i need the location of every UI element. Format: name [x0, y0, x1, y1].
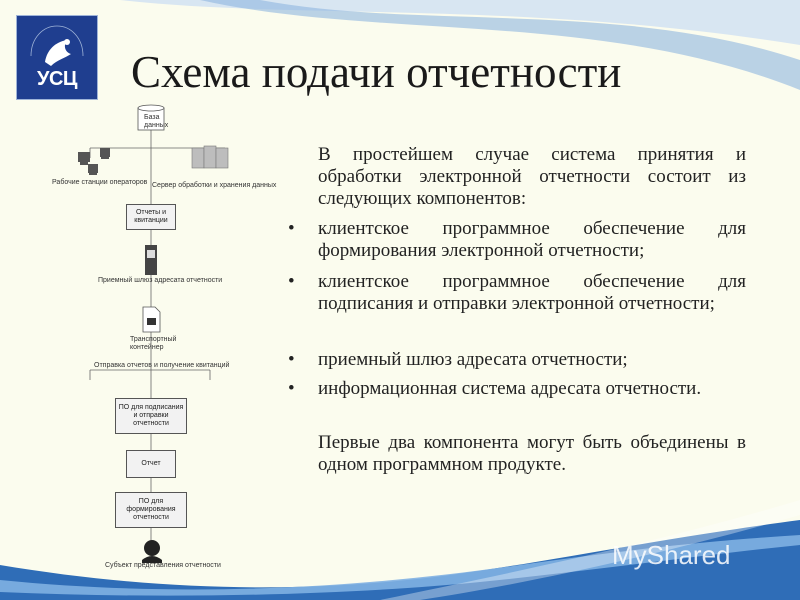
list-item-text: клиентское программное обеспечение для п… — [318, 271, 746, 314]
slide-title: Схема подачи отчетности — [131, 47, 622, 97]
bullet-marker: • — [288, 218, 295, 239]
diagram-lines — [78, 104, 229, 563]
workstations-label: Рабочие станции операторов — [52, 179, 148, 186]
server-icon — [191, 145, 229, 169]
bullet-marker: • — [288, 378, 295, 399]
transport-container-icon — [142, 306, 161, 333]
database-label: База данных — [144, 114, 169, 129]
database-icon — [137, 104, 165, 131]
intro-text: В простейшем случае система принятия и о… — [318, 144, 746, 209]
subject-label: Субъект представления отчетности — [105, 562, 221, 569]
list-item: информационная система адресата отчетнос… — [318, 378, 746, 400]
list-item: приемный шлюз адресата отчетности; — [318, 349, 746, 371]
outro-paragraph: Первые два компонента могут быть объедин… — [318, 432, 746, 476]
signing-software-box: ПО для подписания и отправки отчетности — [115, 398, 187, 434]
list-item-text: приемный шлюз адресата отчетности; — [318, 349, 628, 370]
server-label: Сервер обработки и хранения данных — [152, 182, 277, 189]
eagle-emblem-icon — [30, 25, 84, 66]
reporting-flow-diagram: База данных Рабочие станции операторов С… — [52, 100, 300, 575]
gateway-server-icon — [145, 245, 157, 275]
gateway-label: Приемный шлюз адресата отчетности — [98, 277, 223, 284]
person-icon — [142, 540, 162, 563]
list-item: клиентское программное обеспечение для п… — [318, 271, 746, 315]
list-item: клиентское программное обеспечение для ф… — [318, 218, 746, 262]
watermark: MyShared — [612, 540, 731, 570]
list-item-text: клиентское программное обеспечение для ф… — [318, 218, 746, 261]
bullet-marker: • — [288, 271, 295, 292]
workstation-icon — [78, 148, 110, 175]
bullet-marker: • — [288, 349, 295, 370]
sending-label: Отправка отчетов и получение квитанций — [94, 362, 230, 369]
company-logo: УСЦ — [16, 15, 98, 100]
intro-paragraph: В простейшем случае система принятия и о… — [318, 144, 746, 210]
outro-text: Первые два компонента могут быть объедин… — [318, 432, 746, 475]
transport-label: Транспортный контейнер — [130, 336, 177, 351]
report-box: Отчет — [126, 450, 176, 478]
logo-abbreviation: УСЦ — [37, 68, 78, 90]
list-item-text: информационная система адресата отчетнос… — [318, 378, 702, 399]
reports-receipts-box: Отчеты и квитанции — [126, 204, 176, 230]
forming-software-box: ПО для формирования отчетности — [115, 492, 187, 528]
